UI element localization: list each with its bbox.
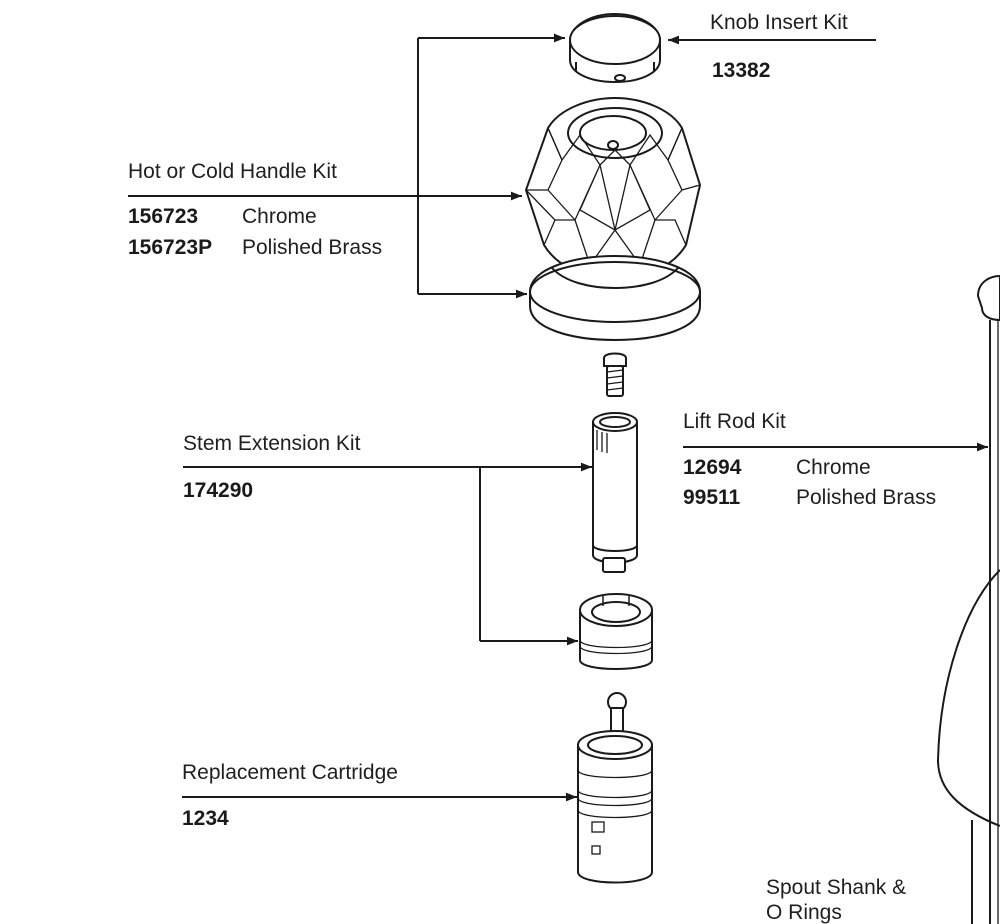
spout-shank-title: Spout Shank & (766, 876, 907, 899)
leader-lines (128, 33, 988, 802)
stem-extension-part-number: 174290 (183, 479, 254, 502)
handle-part-finish: Chrome (242, 205, 317, 228)
lift-rod-part-number: 12694 (683, 456, 742, 479)
cartridge-part (577, 692, 653, 884)
lift-rod-part-finish: Chrome (796, 456, 871, 479)
cartridge-title: Replacement Cartridge (182, 761, 398, 784)
spout-body-part (936, 569, 1000, 924)
cartridge-part-number: 1234 (182, 807, 229, 830)
stem-extension-part (592, 412, 638, 573)
lift-rod-title: Lift Rod Kit (683, 410, 786, 433)
handle-part-number: 156723 (128, 205, 199, 228)
lift-rod-part-number: 99511 (683, 486, 741, 509)
lift-rod-part-finish: Polished Brass (796, 486, 937, 509)
adapter-ring-part (579, 593, 653, 670)
knob-insert-title: Knob Insert Kit (710, 11, 848, 34)
handle-title: Hot or Cold Handle Kit (128, 160, 337, 183)
spout-shank-title: O Rings (766, 901, 842, 924)
faceted-handle-part (524, 96, 702, 342)
stem-extension-title: Stem Extension Kit (183, 432, 361, 455)
knob-insert-part-number: 13382 (712, 59, 771, 82)
knob-insert-part (569, 12, 661, 84)
handle-part-finish: Polished Brass (242, 236, 383, 259)
screw-part (603, 352, 627, 397)
lift-rod-part (976, 274, 1000, 924)
handle-part-number: 156723P (128, 236, 213, 259)
